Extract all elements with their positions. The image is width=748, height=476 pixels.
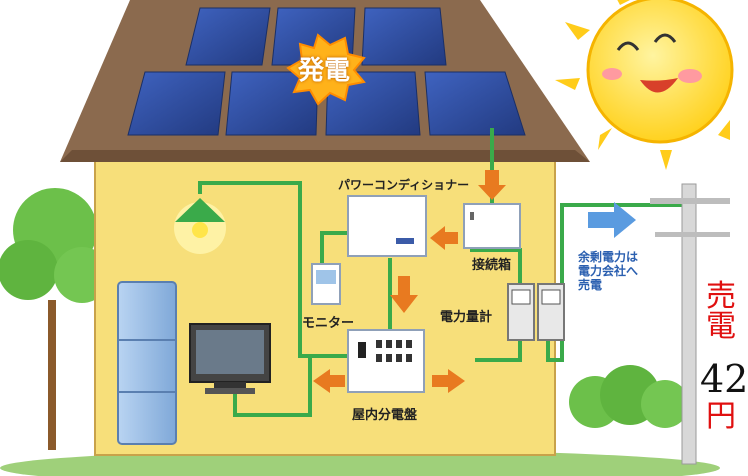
export-arrow-icon: [588, 202, 636, 238]
distribution-board-label: 屋内分電盤: [352, 408, 418, 423]
flow-arrows: [313, 170, 506, 393]
solar-panels: [127, 7, 526, 136]
television-icon: [189, 323, 271, 394]
cropped-text-line3: 42: [700, 357, 748, 401]
junction-box-label: 接続箱: [472, 258, 512, 273]
power-conditioner-device: [347, 195, 427, 257]
utility-pole-icon: [650, 183, 730, 465]
monitor-device: [311, 263, 341, 305]
generation-burst-icon: [286, 33, 366, 106]
cropped-text-line2: 電: [706, 309, 736, 344]
power-meter-device: [507, 283, 565, 341]
power-conditioner-label: パワーコンディショナー: [338, 178, 470, 192]
distribution-board-device: [347, 329, 425, 393]
lamp-icon: [174, 198, 226, 254]
tree-icon: [0, 188, 110, 450]
junction-box-device: [463, 203, 521, 249]
generation-label: 発電: [298, 56, 351, 86]
cropped-text-line1: 売: [706, 279, 736, 314]
sun-icon: [555, 0, 734, 170]
surplus-note-label: 余剰電力は 電力会社へ 売電: [578, 250, 639, 292]
shrub-icon: [569, 365, 689, 428]
wiring: [198, 128, 690, 417]
ground: [0, 450, 720, 476]
meter-label: 電力量計: [440, 310, 493, 325]
monitor-label: モニター: [302, 316, 355, 331]
refrigerator-icon: [117, 281, 177, 445]
cropped-text-line4: 円: [706, 399, 736, 434]
